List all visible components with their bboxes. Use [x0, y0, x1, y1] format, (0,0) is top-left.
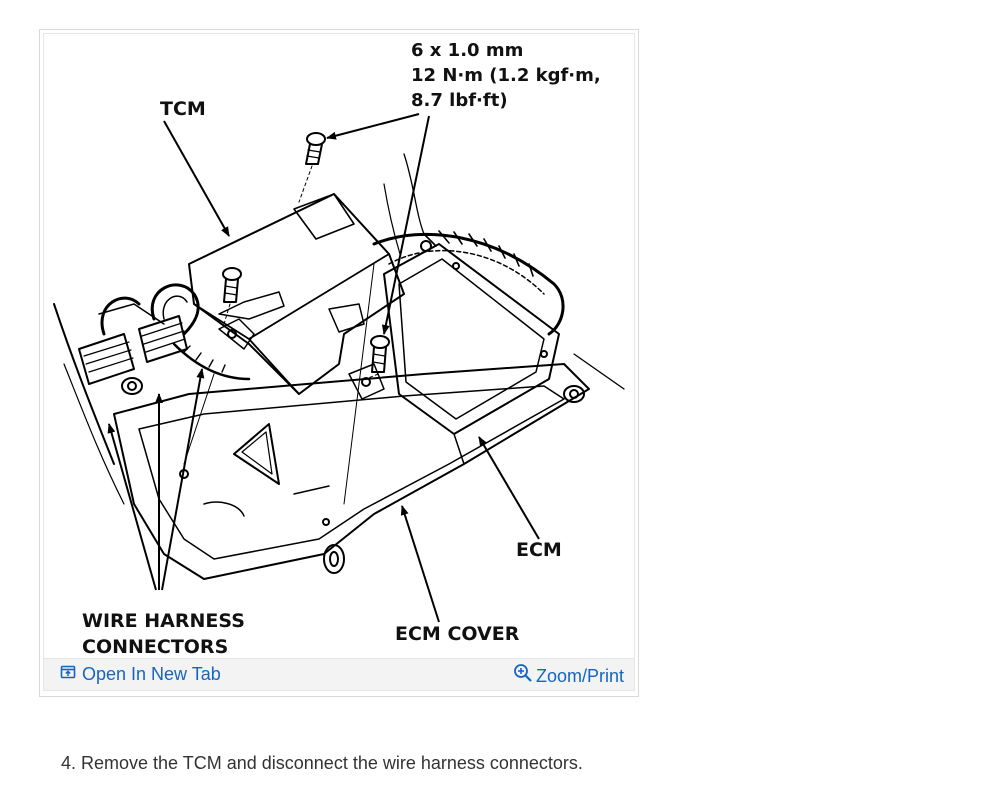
plate-cutout	[233, 423, 280, 485]
step-instruction: 4. Remove the TCM and disconnect the wir…	[61, 753, 583, 773]
wire-harness-label-line-1: WIRE HARNESS	[82, 610, 245, 632]
open-in-new-tab-icon	[60, 663, 76, 685]
ecm-cover-label: ECM COVER	[395, 623, 520, 645]
bolt-right	[370, 335, 390, 373]
bolt-left	[222, 267, 242, 303]
bolt-spec-line-1: 6 x 1.0 mm	[411, 40, 524, 61]
wire-harness-label-line-2: CONNECTORS	[82, 636, 229, 658]
open-in-new-tab-label: Open In New Tab	[82, 664, 221, 684]
harness-callout-arrow-1	[107, 423, 157, 591]
diagram-svg	[53, 113, 625, 623]
open-in-new-tab-link[interactable]: Open In New Tab	[60, 663, 221, 685]
tcm-box	[188, 193, 405, 395]
tcm-removal-diagram: TCM 6 x 1.0 mm 12 N·m (1.2 kgf·m, 8.7 lb…	[44, 34, 636, 664]
bolt-spec-arrow-1	[326, 113, 420, 140]
bolt-spec-line-3: 8.7 lbf·ft)	[411, 90, 508, 111]
harness-callout-arrow-3	[161, 368, 205, 591]
zoom-in-icon	[513, 663, 533, 688]
ecm-cover-callout-arrow	[400, 505, 440, 623]
tcm-label: TCM	[160, 98, 206, 120]
ecm-box	[383, 243, 560, 435]
tcm-callout-arrow	[163, 120, 230, 237]
ecm-label: ECM	[516, 539, 562, 561]
zoom-print-link[interactable]: Zoom/Print	[513, 663, 624, 688]
bolt-spec-line-2: 12 N·m (1.2 kgf·m,	[411, 65, 601, 86]
figure-toolbar: Open In New Tab Zoom/Print	[44, 658, 634, 690]
figure-inner: TCM 6 x 1.0 mm 12 N·m (1.2 kgf·m, 8.7 lb…	[43, 33, 635, 691]
body-outline-left	[53, 303, 115, 465]
bolt-spec-arrow-2	[381, 115, 430, 335]
harness-connector-1	[78, 333, 135, 385]
zoom-print-label: Zoom/Print	[535, 665, 624, 686]
figure-container: TCM 6 x 1.0 mm 12 N·m (1.2 kgf·m, 8.7 lb…	[39, 29, 639, 697]
bolt-top	[305, 132, 326, 165]
ecm-callout-arrow	[478, 436, 540, 540]
